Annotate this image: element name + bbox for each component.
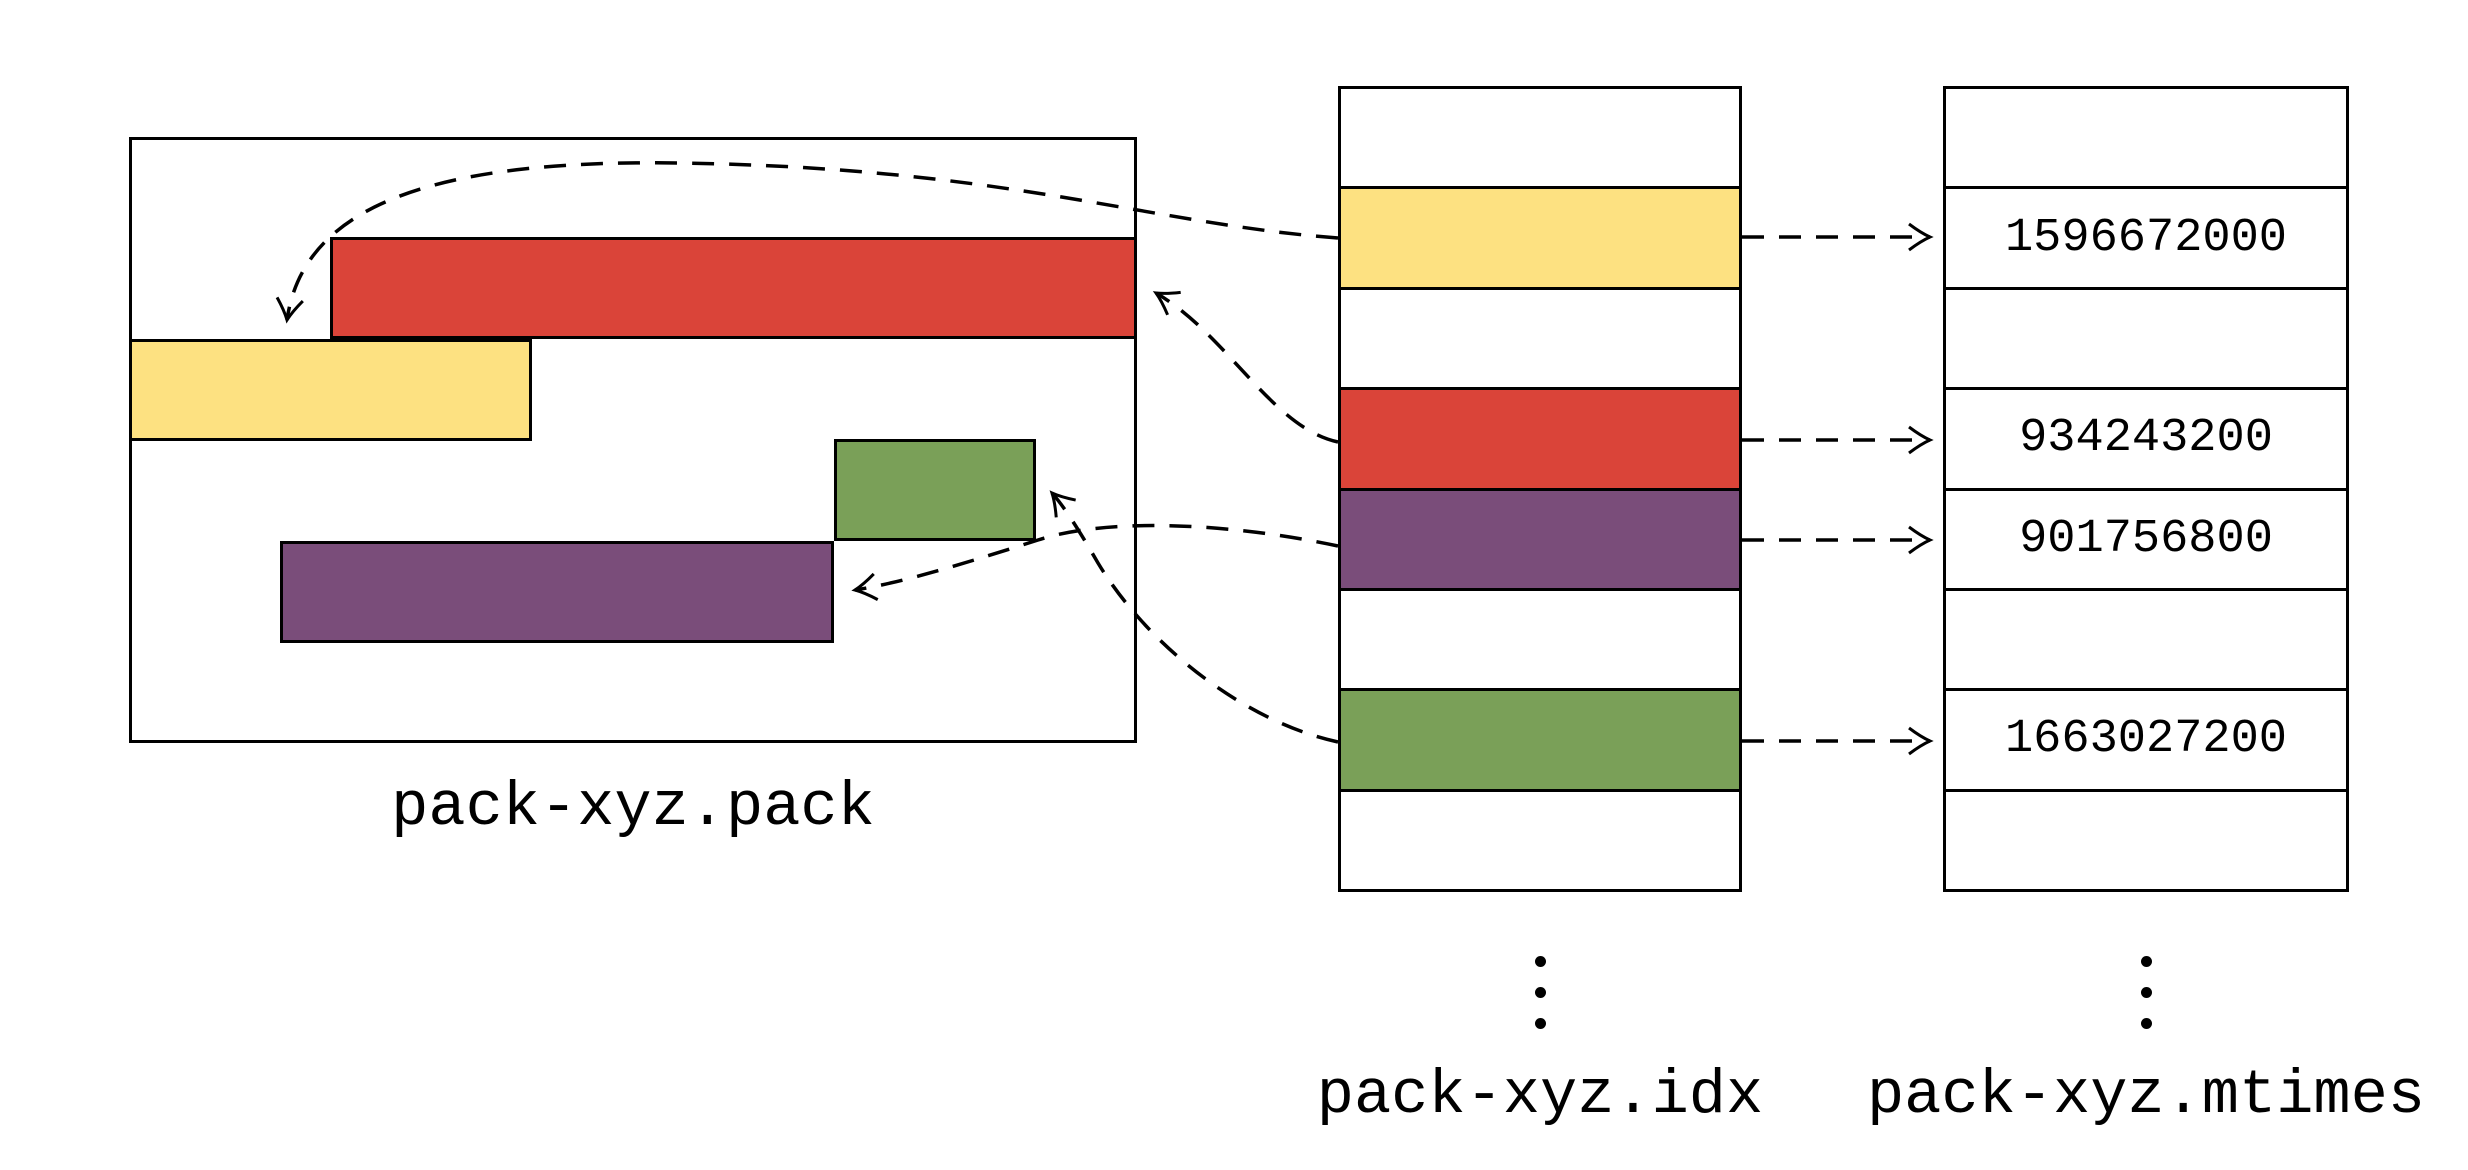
pack-file-label: pack-xyz.pack bbox=[391, 772, 875, 843]
mtimes-cell: 901756800 bbox=[1946, 487, 2346, 588]
dot bbox=[1534, 987, 1546, 998]
mtimes-cell bbox=[1946, 587, 2346, 688]
arrow-idx-red-to-pack-offset bbox=[1152, 290, 1339, 444]
idx-cell-red bbox=[1341, 387, 1739, 488]
pack-object-yellow bbox=[129, 339, 532, 441]
idx-cell-purple bbox=[1341, 487, 1739, 588]
idx-cell-empty bbox=[1341, 89, 1739, 186]
idx-ellipsis-dots bbox=[1534, 946, 1546, 1039]
idx-cell-empty bbox=[1341, 286, 1739, 387]
dot bbox=[2140, 987, 2152, 998]
idx-file-table bbox=[1338, 86, 1742, 892]
mtimes-file-table: 1596672000 934243200 901756800 166302720… bbox=[1943, 86, 2349, 892]
pack-object-green bbox=[834, 439, 1036, 541]
dot bbox=[2140, 956, 2152, 967]
dot bbox=[1534, 1018, 1546, 1029]
idx-cell-empty bbox=[1341, 587, 1739, 688]
mtimes-cell bbox=[1946, 788, 2346, 889]
mtimes-cell: 1663027200 bbox=[1946, 688, 2346, 788]
dot bbox=[1534, 956, 1546, 967]
idx-file-label: pack-xyz.idx bbox=[1316, 1060, 1764, 1131]
mtimes-cell: 1596672000 bbox=[1946, 186, 2346, 286]
idx-cell-empty bbox=[1341, 788, 1739, 889]
pack-object-red bbox=[330, 237, 1137, 339]
dot bbox=[2140, 1018, 2152, 1029]
mtimes-cell: 934243200 bbox=[1946, 387, 2346, 487]
mtimes-ellipsis-dots bbox=[2140, 946, 2152, 1039]
mtimes-file-label: pack-xyz.mtimes bbox=[1866, 1060, 2426, 1131]
mtimes-cell bbox=[1946, 89, 2346, 186]
idx-cell-green bbox=[1341, 688, 1739, 789]
idx-cell-yellow bbox=[1341, 186, 1739, 287]
mtimes-cell bbox=[1946, 286, 2346, 387]
pack-object-purple bbox=[280, 541, 834, 643]
